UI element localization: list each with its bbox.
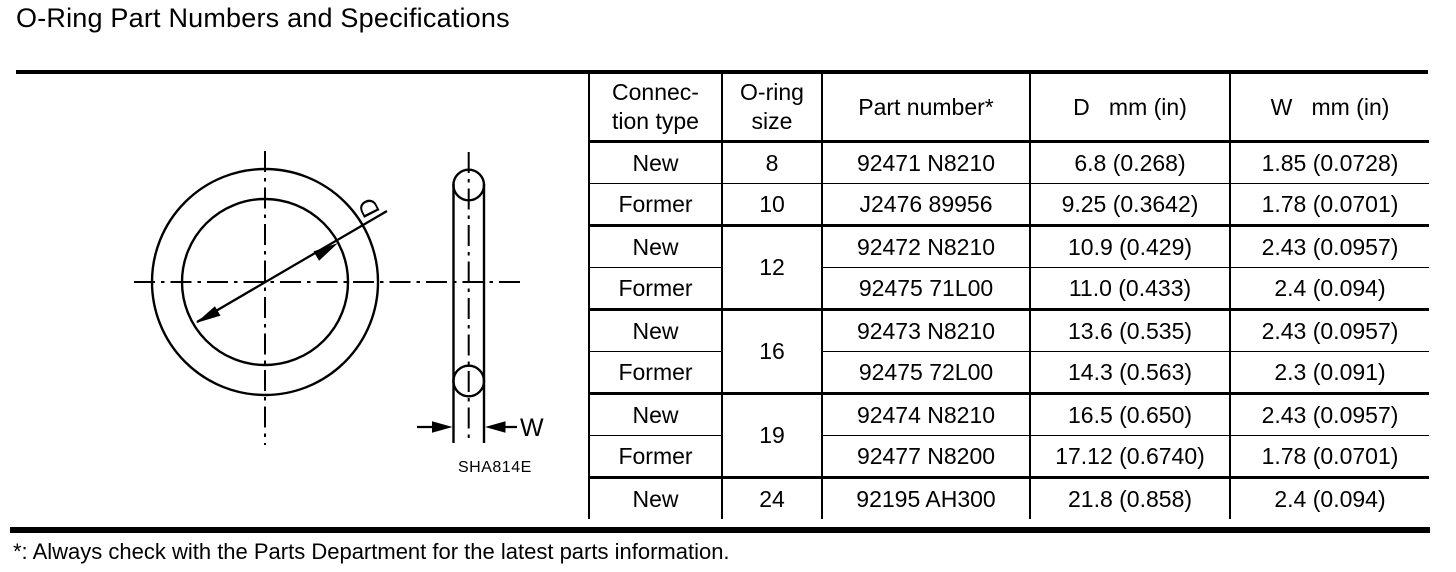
cell-w-mm: 2.43 (0.0957) — [1230, 393, 1429, 436]
cell-connection-type: New — [590, 141, 723, 184]
cell-d-mm: 6.8 (0.268) — [1030, 141, 1231, 184]
d-label: D — [353, 193, 386, 222]
d-arrowhead-lower-left — [196, 306, 221, 323]
page-title: O-Ring Part Numbers and Specifications — [16, 3, 510, 33]
bottom-rule — [10, 527, 1430, 533]
cell-d-mm: 10.9 (0.429) — [1030, 225, 1231, 268]
cell-w-mm: 1.78 (0.0701) — [1230, 183, 1429, 227]
cell-part-number: 92474 N8210 — [822, 393, 1031, 436]
w-right-arrowhead — [485, 421, 506, 433]
cell-connection-type: Former — [590, 435, 723, 479]
spec-table: Connec- tion type O-ring size Part numbe… — [590, 74, 1429, 519]
cell-oring-size: 24 — [722, 477, 823, 519]
spec-table-wrap: Connec- tion type O-ring size Part numbe… — [588, 74, 1429, 519]
cell-part-number: 92472 N8210 — [822, 225, 1031, 268]
cell-part-number: 92473 N8210 — [822, 309, 1031, 352]
cell-part-number: J2476 89956 — [822, 183, 1031, 227]
w-left-arrowhead — [432, 421, 453, 433]
cell-part-number: 92195 AH300 — [822, 477, 1031, 519]
cell-connection-type: Former — [590, 351, 723, 395]
top-rule — [16, 70, 1428, 74]
cell-d-mm: 17.12 (0.6740) — [1030, 435, 1231, 479]
w-label: W — [520, 414, 544, 442]
cell-w-mm: 2.3 (0.091) — [1230, 351, 1429, 395]
cell-oring-size: 16 — [722, 309, 823, 395]
cell-oring-size: 12 — [722, 225, 823, 311]
cell-connection-type: New — [590, 477, 723, 519]
cell-oring-size: 10 — [722, 183, 823, 227]
cell-d-mm: 14.3 (0.563) — [1030, 351, 1231, 395]
cell-connection-type: New — [590, 225, 723, 268]
cell-part-number: 92471 N8210 — [822, 141, 1031, 184]
col-header-connection-type: Connec- tion type — [590, 74, 723, 143]
cell-d-mm: 13.6 (0.535) — [1030, 309, 1231, 352]
cell-part-number: 92475 71L00 — [822, 267, 1031, 311]
cell-part-number: 92477 N8200 — [822, 435, 1031, 479]
col-header-oring-size: O-ring size — [722, 74, 823, 143]
d-dimension-line — [196, 210, 388, 323]
cell-d-mm: 21.8 (0.858) — [1030, 477, 1231, 519]
cell-w-mm: 1.78 (0.0701) — [1230, 435, 1429, 479]
cell-connection-type: Former — [590, 183, 723, 227]
cell-part-number: 92475 72L00 — [822, 351, 1031, 395]
footnote: *: Always check with the Parts Departmen… — [13, 539, 730, 564]
cell-w-mm: 2.4 (0.094) — [1230, 267, 1429, 311]
cell-w-mm: 2.4 (0.094) — [1274, 485, 1386, 512]
cell-connection-type: New — [590, 393, 723, 436]
cell-connection-type: New — [590, 309, 723, 352]
cell-oring-size: 19 — [722, 393, 823, 479]
cell-oring-size: 8 — [722, 141, 823, 184]
d-arrowhead-upper-right — [313, 243, 338, 261]
side-view-bottom-section-circle — [452, 364, 486, 398]
table-header-row: Connec- tion type O-ring size Part numbe… — [590, 74, 1429, 143]
oring-diagram: D W SHA814E — [134, 151, 544, 476]
figure-code: SHA814E — [458, 459, 532, 476]
cell-d-mm: 9.25 (0.3642) — [1030, 183, 1231, 227]
col-header-part-number: Part number* — [822, 74, 1031, 143]
col-header-d-mm: D mm (in) — [1030, 74, 1231, 143]
cell-w-mm: 2.43 (0.0957) — [1230, 225, 1429, 268]
col-header-w-mm: W mm (in) — [1230, 74, 1429, 143]
cell-w-mm: 1.85 (0.0728) — [1230, 141, 1429, 184]
cell-d-mm: 11.0 (0.433) — [1030, 267, 1231, 311]
cell-d-mm: 16.5 (0.650) — [1030, 393, 1231, 436]
cell-connection-type: Former — [590, 267, 723, 311]
cell-w-mm: 2.43 (0.0957) — [1230, 309, 1429, 352]
